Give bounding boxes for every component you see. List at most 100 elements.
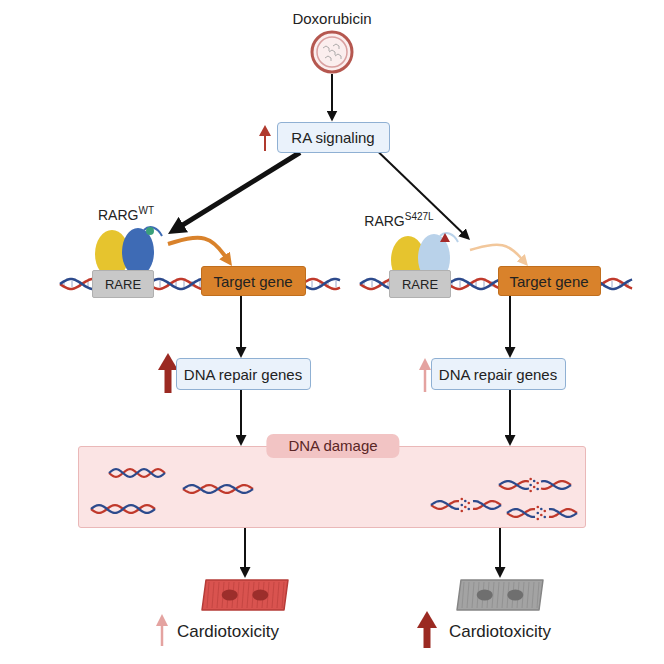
dna-rung [312, 281, 313, 287]
striation [272, 582, 274, 608]
striation [217, 582, 219, 608]
dna-debris [544, 516, 547, 519]
dna-fragment [541, 481, 571, 489]
striation [537, 582, 539, 608]
dna-debris [529, 484, 532, 487]
dna-fragment [549, 509, 577, 517]
striation [247, 582, 249, 608]
connector-arrow [240, 390, 242, 439]
drug-liposome: Doxorubicin [310, 30, 354, 74]
node-label: Doxorubicin [292, 10, 371, 27]
striation [532, 582, 534, 608]
dna-fragment [473, 501, 501, 509]
dna-rung [160, 281, 161, 287]
dna-rung [176, 281, 177, 287]
dna-rung [336, 281, 337, 287]
ligand-dot [146, 227, 154, 235]
box-label: RARE [105, 277, 141, 292]
damage-band: DNA damage [78, 446, 586, 528]
dna-debris [533, 486, 536, 489]
node-label: Cardiotoxicity [177, 622, 279, 641]
node-heading: Doxorubicin [292, 10, 371, 28]
dna-fragment [549, 509, 577, 517]
striation [207, 582, 209, 608]
dna-debris [540, 508, 543, 511]
dna-rung [460, 281, 461, 287]
dna-fragment [109, 469, 165, 477]
node-heading: Cardiotoxicity [449, 622, 551, 642]
node-label: RARG [364, 213, 404, 229]
dna-debris [464, 506, 467, 509]
node-illustration [200, 578, 290, 612]
dna-debris [544, 510, 547, 513]
striation [502, 582, 504, 608]
connector-arrow [499, 528, 501, 571]
band-heading: DNA damage [288, 437, 377, 454]
gene-box: Target gene [498, 266, 601, 296]
dna-debris [468, 508, 471, 511]
dna-fragment [473, 501, 501, 509]
dna-debris [529, 478, 532, 481]
box-label: Target gene [509, 273, 588, 290]
node-heading: Cardiotoxicity [177, 622, 279, 642]
dna-fragment [91, 505, 155, 513]
superscript-label: S427L [405, 211, 434, 222]
striation [277, 582, 279, 608]
process-box: DNA repair genes [431, 358, 566, 390]
cardiomyocyte: Cardiotoxicity [455, 578, 545, 612]
drug-molecule [329, 50, 335, 55]
striation [497, 582, 499, 608]
dna-rung [72, 281, 73, 287]
helix-tail [440, 233, 458, 242]
dna-debris [540, 514, 543, 517]
superscript-label: WT [138, 205, 154, 216]
connector-arrow [470, 245, 524, 261]
dna-rung [184, 281, 185, 287]
nucleus [222, 590, 238, 601]
dna-debris [461, 504, 464, 507]
process-box: DNA repair genes [176, 358, 311, 390]
dna-fragment [183, 485, 253, 493]
nucleus [507, 590, 523, 601]
drug-molecule [325, 56, 331, 61]
nucleus [252, 590, 268, 601]
box-label: DNA repair genes [439, 366, 557, 383]
dna-rung [612, 281, 613, 287]
connector-arrow [240, 296, 242, 351]
drug-molecule [333, 44, 339, 49]
dna-debris [468, 502, 471, 505]
dna-debris [461, 510, 464, 513]
striation [212, 582, 214, 608]
striation [242, 582, 244, 608]
dna-fragment [91, 505, 155, 513]
increase-arrow [417, 611, 437, 648]
striation [467, 582, 469, 608]
node-illustration [310, 30, 354, 74]
box-label: RA signaling [291, 129, 374, 146]
dna-debris [529, 490, 532, 493]
dna-fragment [507, 509, 535, 517]
striation [462, 582, 464, 608]
gene-box: Target gene [201, 266, 306, 296]
node-label: RARG [98, 207, 138, 223]
dna-rung [484, 281, 485, 287]
dna-debris [536, 482, 539, 485]
connector-arrow [177, 153, 300, 229]
striation [472, 582, 474, 608]
drug-molecule [323, 46, 329, 51]
connector-arrow [509, 390, 511, 439]
striation [527, 582, 529, 608]
response-element: RARE [92, 270, 154, 298]
connector-arrow [244, 528, 246, 571]
node-heading: RARGS427L [364, 211, 433, 230]
increase-arrow [259, 125, 271, 151]
connector-arrow [509, 296, 511, 351]
dna-fragments [79, 447, 587, 529]
response-element: RARE [389, 270, 451, 298]
dna-rung [372, 281, 373, 287]
drug-molecule [335, 54, 341, 59]
cell-body [202, 580, 288, 610]
node-illustration [455, 578, 545, 612]
liposome [312, 32, 352, 72]
